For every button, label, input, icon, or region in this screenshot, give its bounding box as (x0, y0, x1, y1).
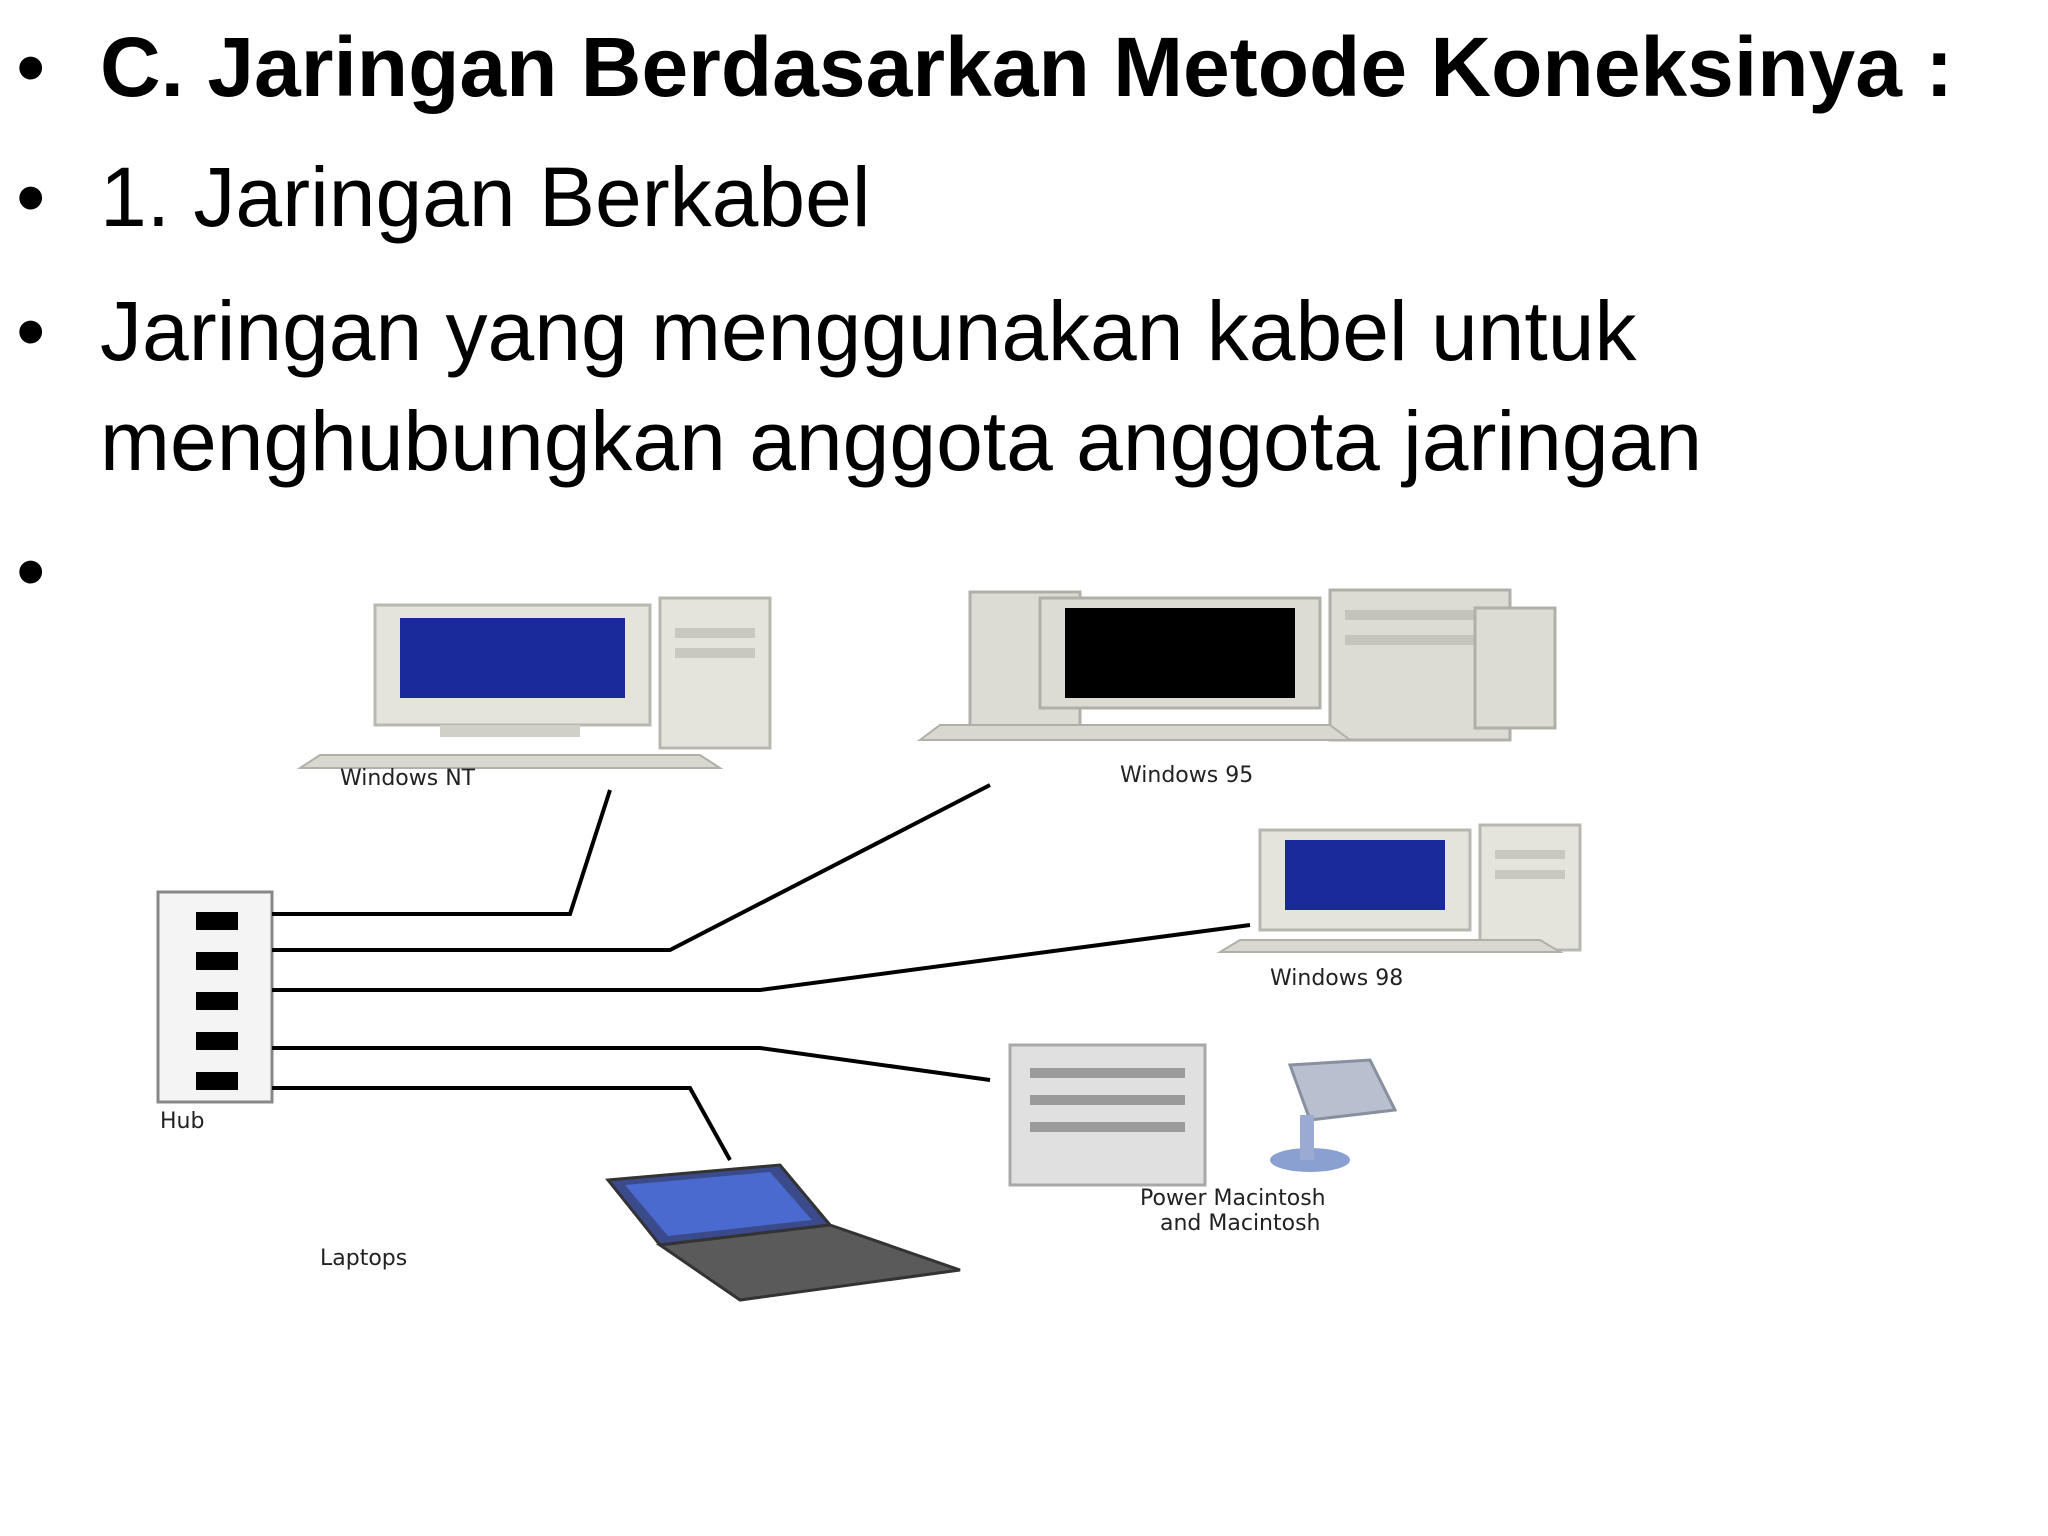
desktop-computer-icon (296, 596, 772, 769)
network-cables (272, 783, 1251, 1161)
hub-icon (156, 890, 274, 1104)
description-line-2: menghubungkan anggota anggota jaringan (100, 394, 1703, 488)
desktop-computer-icon (1216, 823, 1582, 953)
slide-heading: C. Jaringan Berdasarkan Metode Koneksiny… (100, 20, 1954, 114)
laptop-icon (605, 1163, 961, 1302)
bullet-marker: • (16, 284, 46, 378)
device-label: Windows NT (340, 766, 476, 791)
desktop-computer-icon (917, 588, 1557, 742)
device-label: Power Macintosh (1140, 1186, 1326, 1211)
device-label: and Macintosh (1160, 1211, 1321, 1236)
slide-subheading: 1. Jaringan Berkabel (100, 150, 871, 244)
hub-label: Hub (160, 1109, 204, 1134)
network-diagram: Hub Windows NT Windows 95 (156, 588, 1582, 1302)
description-line-1: Jaringan yang menggunakan kabel untuk (100, 284, 1637, 378)
mac-computer-icon (1008, 1043, 1398, 1187)
device-label: Windows 98 (1270, 966, 1403, 991)
device-label: Laptops (320, 1246, 407, 1271)
bullet-marker: • (16, 20, 46, 114)
device-label: Windows 95 (1120, 763, 1253, 788)
bullet-marker: • (16, 150, 46, 244)
bullet-marker: • (16, 524, 46, 618)
